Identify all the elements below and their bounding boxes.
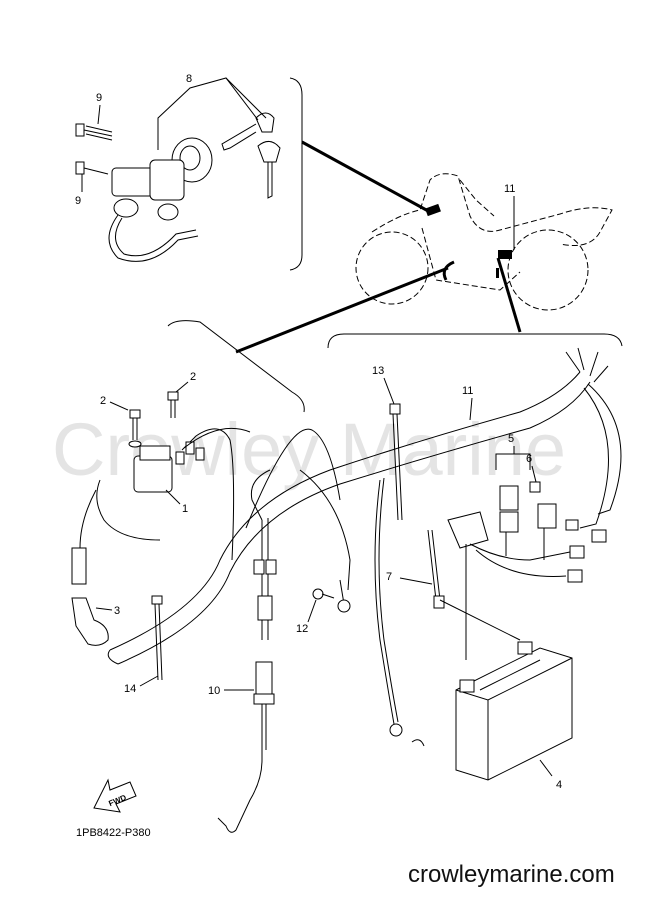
- battery-location-marker: [496, 268, 499, 278]
- callout-9-lower: 9: [75, 195, 81, 207]
- callout-7: 7: [386, 571, 392, 583]
- scooter-outline: [355, 173, 613, 311]
- callout-1: 1: [182, 503, 188, 515]
- bolt-2-left: 2: [100, 395, 142, 448]
- bolt-2-right: 2: [167, 371, 196, 418]
- spark-plug-cap: 3: [71, 547, 120, 646]
- callout-14: 14: [124, 683, 136, 695]
- ignition-coil: 1: [79, 427, 251, 549]
- cable-tie-14: 14: [124, 595, 163, 695]
- callout-2-right: 2: [190, 371, 196, 383]
- cable-tie-13: 13: [372, 365, 403, 521]
- wire-harness: 11: [107, 347, 622, 665]
- callout-9-upper: 9: [96, 92, 102, 104]
- inset-leader-line: [301, 140, 431, 214]
- right-bracket: [327, 333, 623, 349]
- battery-band-7: 7: [386, 529, 521, 641]
- battery-leader-line: [496, 257, 522, 333]
- callout-2-left: 2: [100, 395, 106, 407]
- callout-10: 10: [208, 685, 220, 697]
- diagram-code: 1PB8422-P380: [76, 827, 151, 839]
- coil-location-marker: [442, 260, 455, 281]
- callout-5: 5: [508, 433, 514, 445]
- sensor-cable-10: 10: [208, 574, 275, 833]
- switch-location-marker: [425, 203, 441, 217]
- callout-13: 13: [372, 365, 384, 377]
- callout-8: 8: [186, 73, 192, 85]
- bolt-12: 12: [296, 579, 351, 635]
- fwd-direction-arrow: FWD: [93, 778, 137, 813]
- callout-11-scooter: 11: [504, 183, 515, 195]
- callout-12: 12: [296, 623, 308, 635]
- harness-leader-line: [235, 266, 449, 354]
- battery-4: 4: [455, 641, 573, 791]
- callout-6: 6: [526, 453, 532, 465]
- fuse-holder-5: 5 6: [447, 433, 607, 660]
- callout-11-harness: 11: [462, 385, 473, 397]
- callout-3: 3: [114, 605, 120, 617]
- battery-negative-cable: [374, 477, 425, 747]
- callout-4: 4: [556, 779, 562, 791]
- left-bracket: [167, 320, 305, 413]
- main-switch-inset: 8 9 9: [75, 73, 303, 271]
- site-footer: crowleymarine.com: [408, 861, 615, 888]
- harness-location-marker: [498, 250, 512, 259]
